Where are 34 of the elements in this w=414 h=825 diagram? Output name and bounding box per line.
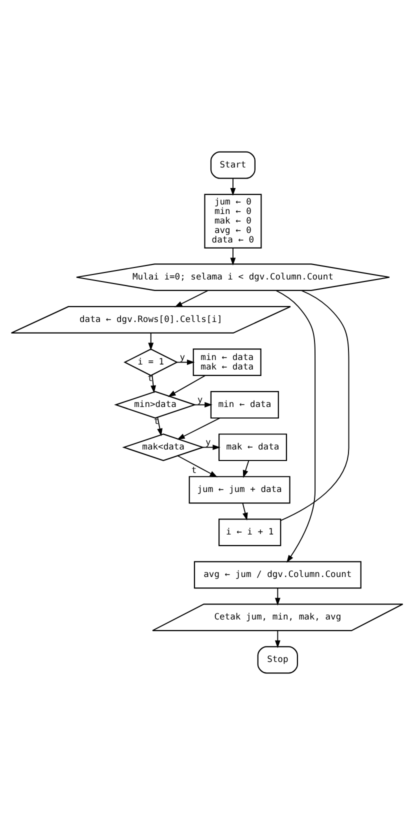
node-box: min ← data [210, 391, 279, 419]
node-box: jum ← 0 min ← 0 mak ← 0 avg ← 0 data ← 0 [204, 194, 262, 248]
connector [280, 290, 350, 521]
node-diamond: i = 1 [124, 348, 178, 376]
arrow [177, 418, 220, 440]
edge-label: y [197, 395, 203, 406]
arrow [202, 444, 220, 450]
arrow [274, 630, 280, 648]
edge-label: t [191, 466, 197, 476]
node-box: i ← i + 1 [218, 518, 282, 546]
node-box: Start [210, 151, 256, 179]
arrow [276, 290, 316, 563]
arrow [150, 374, 156, 394]
arrow [157, 416, 162, 436]
edge-label: t [147, 374, 153, 384]
arrow [176, 360, 195, 366]
arrow [274, 588, 280, 606]
edge-label: y [205, 438, 211, 448]
arrow [242, 502, 248, 521]
edge-label: y [180, 352, 186, 363]
arrow [230, 178, 236, 196]
arrow [174, 290, 208, 308]
node-box: avg ← jum / dgv.Column.Count [194, 561, 362, 589]
node-box: min ← data mak ← data [192, 348, 262, 376]
arrow [230, 247, 236, 266]
arrow [168, 375, 206, 397]
arrow [194, 402, 212, 408]
node-box: mak ← data [218, 434, 288, 462]
edge-label: t [154, 416, 160, 427]
arrow [177, 455, 218, 478]
arrow [242, 460, 250, 478]
arrow [148, 332, 154, 351]
node-box: Stop [257, 646, 298, 674]
node-box: jum ← jum + data [188, 476, 290, 504]
